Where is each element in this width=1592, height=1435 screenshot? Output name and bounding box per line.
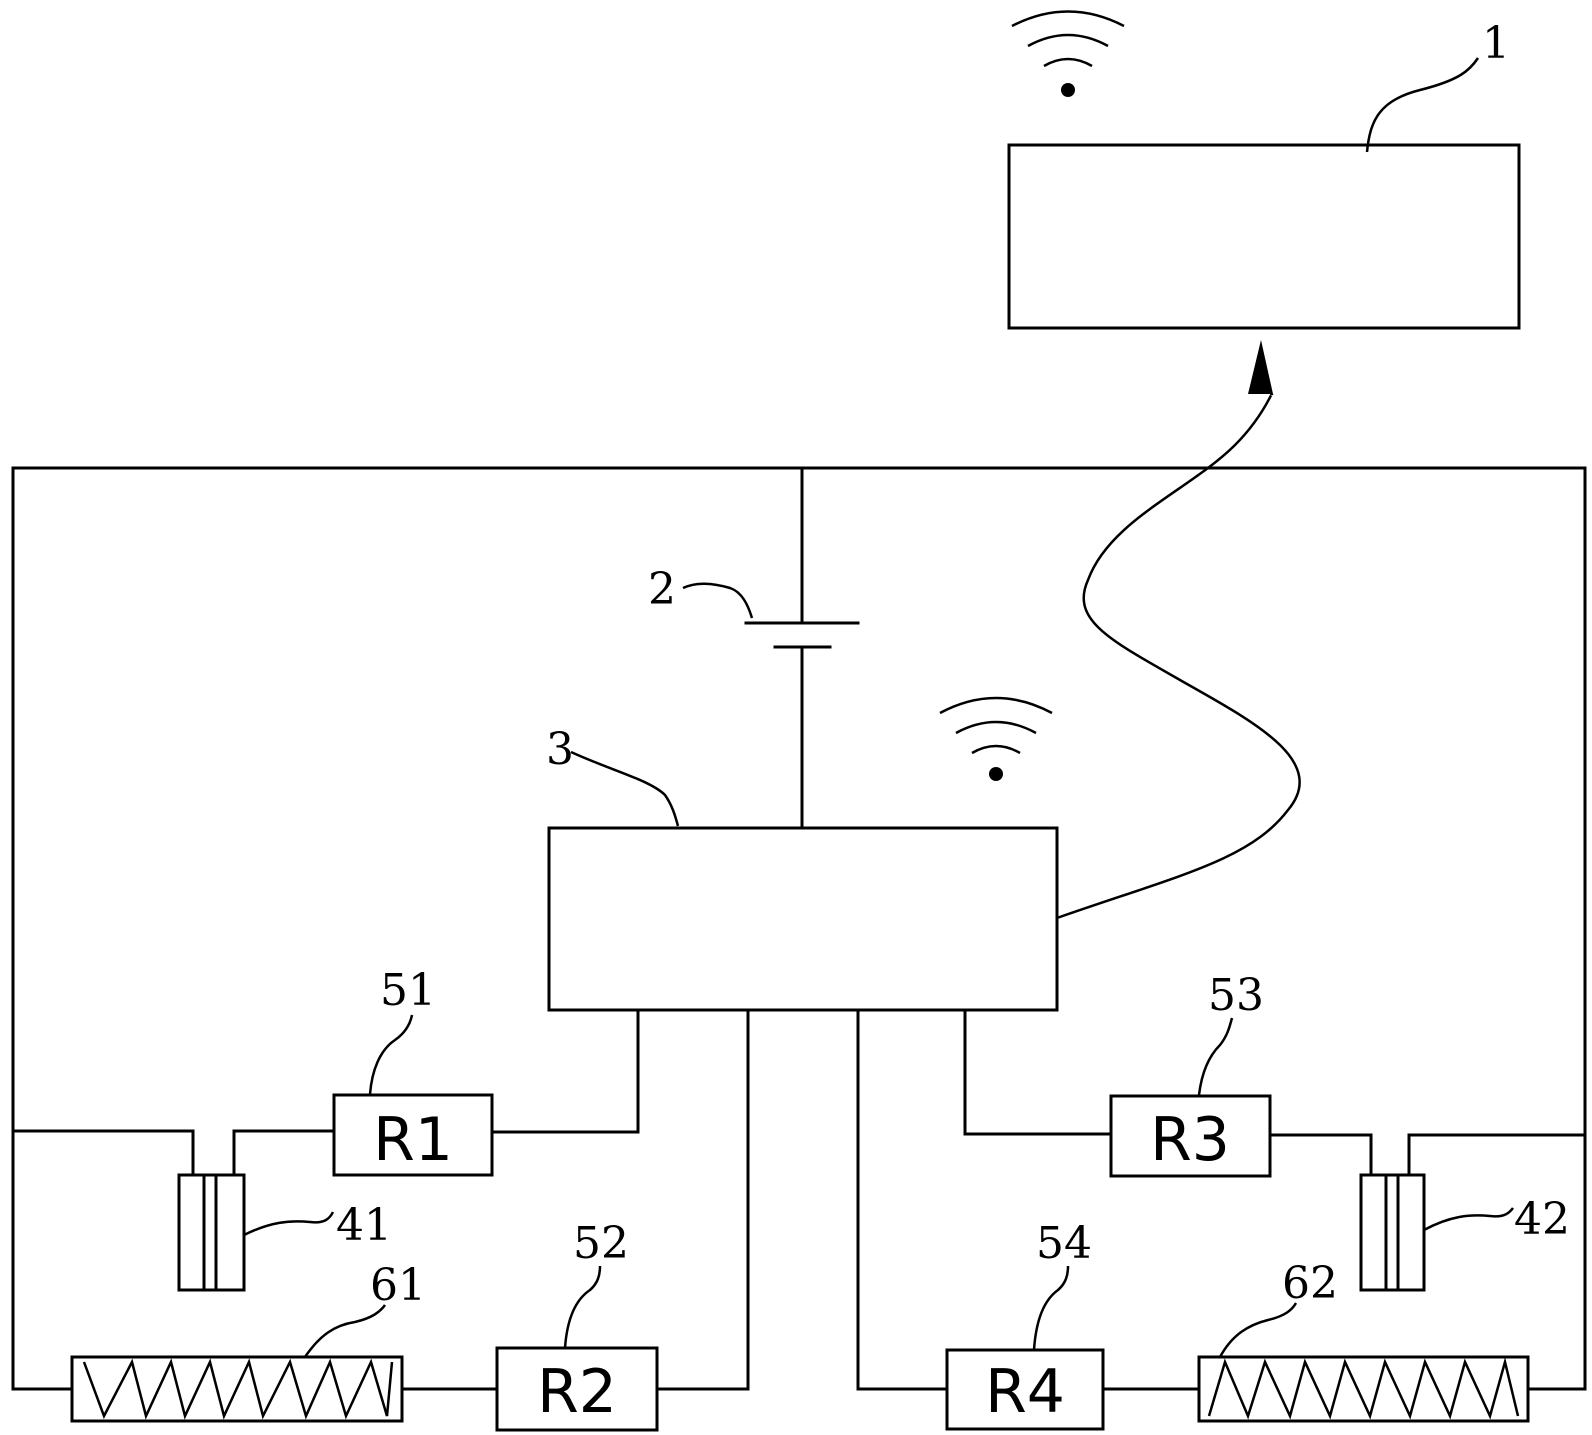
controller-box bbox=[547, 826, 1059, 1012]
leader-lines bbox=[243, 57, 1514, 1358]
electrode-42 bbox=[1359, 1173, 1426, 1292]
label-62: 62 bbox=[1282, 1258, 1338, 1309]
battery bbox=[744, 621, 860, 649]
label-51: 51 bbox=[380, 965, 436, 1016]
wifi-top-icon bbox=[1011, 10, 1125, 97]
label-53: 53 bbox=[1208, 970, 1264, 1021]
resistor-r1: R1 bbox=[332, 1093, 494, 1177]
resistor-r3: R3 bbox=[1109, 1094, 1272, 1178]
reference-numerals: 1 2 3 41 42 51 52 53 54 61 62 bbox=[336, 18, 1570, 1311]
wifi-mid-icon bbox=[939, 696, 1053, 781]
arrow-head bbox=[1248, 340, 1273, 394]
electrode-41 bbox=[177, 1173, 246, 1292]
heating-coil-62 bbox=[1197, 1355, 1530, 1423]
heating-coil-61 bbox=[70, 1355, 404, 1423]
label-1: 1 bbox=[1482, 18, 1510, 69]
label-61: 61 bbox=[370, 1260, 426, 1311]
label-41: 41 bbox=[336, 1200, 392, 1251]
label-2: 2 bbox=[648, 564, 676, 615]
resistor-r4: R4 bbox=[945, 1348, 1105, 1431]
resistor-r2: R2 bbox=[495, 1346, 659, 1432]
remote-device-box bbox=[1007, 143, 1521, 330]
label-52: 52 bbox=[573, 1218, 629, 1269]
resistor-r3-label: R3 bbox=[1150, 1105, 1230, 1175]
resistor-r1-label: R1 bbox=[373, 1105, 453, 1175]
label-54: 54 bbox=[1036, 1218, 1092, 1269]
outer-wiring bbox=[11, 466, 1587, 1391]
wireless-link bbox=[1056, 340, 1301, 920]
resistor-r2-label: R2 bbox=[537, 1357, 617, 1427]
resistor-r4-label: R4 bbox=[985, 1357, 1065, 1427]
label-42: 42 bbox=[1514, 1194, 1570, 1245]
label-3: 3 bbox=[546, 724, 574, 775]
branch-wiring bbox=[11, 1008, 1587, 1391]
